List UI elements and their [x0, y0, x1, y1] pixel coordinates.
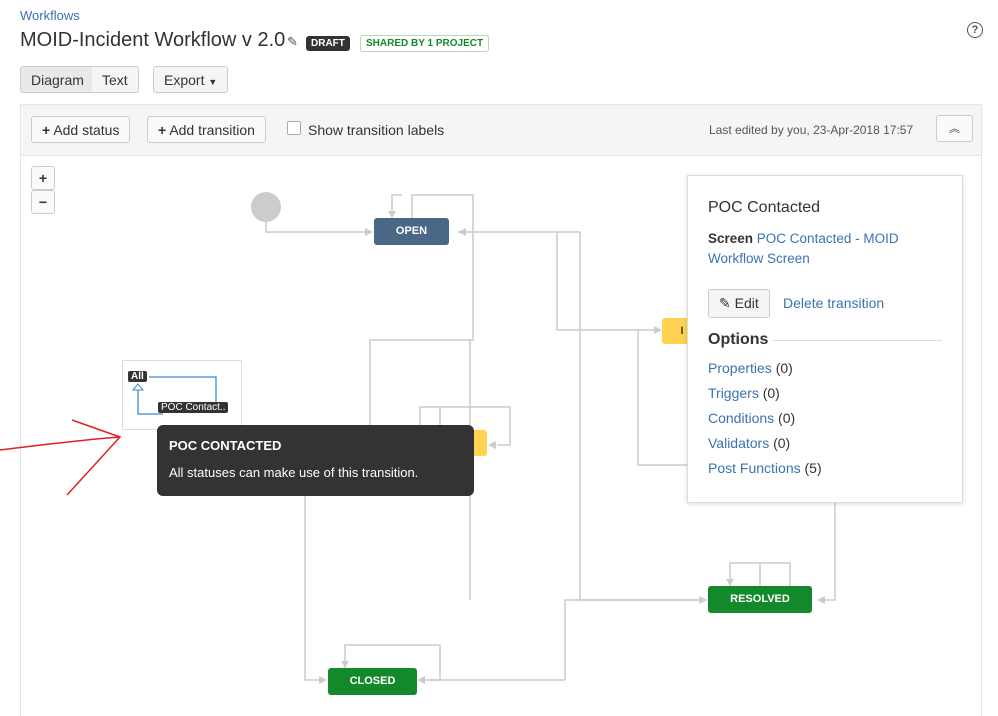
add-transition-label: Add transition: [169, 122, 255, 138]
validators-count: (0): [773, 435, 791, 451]
export-label: Export: [164, 72, 205, 88]
panel-title: POC Contacted: [708, 199, 821, 216]
tab-text[interactable]: Text: [92, 66, 139, 93]
add-status-label: Add status: [53, 122, 120, 138]
status-open[interactable]: OPEN: [374, 218, 449, 245]
status-resolved[interactable]: RESOLVED: [708, 586, 812, 613]
plus-icon: +: [42, 122, 51, 138]
post-functions-link[interactable]: Post Functions: [708, 460, 801, 476]
delete-transition-link[interactable]: Delete transition: [783, 295, 885, 311]
edit-title-pencil-icon[interactable]: ✎: [287, 34, 298, 49]
show-labels-label[interactable]: Show transition labels: [308, 122, 445, 138]
diagram-canvas[interactable]: [20, 155, 982, 716]
zoom-in-button[interactable]: +: [31, 166, 55, 190]
edit-button[interactable]: ✎ Edit: [708, 289, 770, 318]
draft-badge: DRAFT: [306, 36, 350, 51]
chevron-down-icon: ▼: [208, 77, 218, 87]
conditions-link[interactable]: Conditions: [708, 410, 775, 426]
export-dropdown[interactable]: Export ▼: [153, 66, 229, 93]
help-icon[interactable]: ?: [967, 22, 983, 38]
options-divider: [773, 339, 942, 341]
add-status-button[interactable]: + Add status: [31, 116, 131, 143]
shared-badge[interactable]: SHARED BY 1 PROJECT: [360, 35, 490, 52]
triggers-link[interactable]: Triggers: [708, 385, 759, 401]
pencil-icon: ✎: [719, 295, 731, 311]
status-closed[interactable]: CLOSED: [328, 668, 417, 695]
properties-count: (0): [775, 360, 793, 376]
options-heading: Options: [708, 331, 769, 348]
red-annotation-arrow: [0, 419, 122, 496]
breadcrumb-workflows[interactable]: Workflows: [20, 8, 80, 23]
all-label: All: [128, 371, 147, 382]
triggers-count: (0): [762, 385, 780, 401]
page-title: MOID-Incident Workflow v 2.0: [20, 29, 286, 51]
global-transition-box[interactable]: All POC Contact..: [122, 360, 242, 430]
double-chevron-up-icon: ︽: [949, 123, 960, 135]
collapse-toolbar-button[interactable]: ︽: [936, 115, 973, 142]
properties-link[interactable]: Properties: [708, 360, 772, 376]
conditions-count: (0): [778, 410, 796, 426]
tooltip-title: POC CONTACTED: [169, 438, 282, 453]
last-edited-text: Last edited by you, 23-Apr-2018 17:57: [709, 123, 914, 137]
screen-link[interactable]: POC Contacted - MOID Workflow Screen: [708, 231, 899, 266]
edit-label: Edit: [734, 295, 759, 311]
post-functions-count: (5): [804, 460, 822, 476]
zoom-out-button[interactable]: −: [31, 190, 55, 214]
transition-label[interactable]: POC Contact..: [158, 402, 229, 413]
add-transition-button[interactable]: + Add transition: [147, 116, 266, 143]
tooltip-text: All statuses can make use of this transi…: [169, 465, 419, 480]
screen-label: Screen: [708, 231, 754, 246]
transition-details-panel: POC Contacted Screen POC Contacted - MOI…: [687, 175, 963, 503]
plus-icon: +: [158, 122, 167, 138]
validators-link[interactable]: Validators: [708, 435, 770, 451]
initial-state-circle[interactable]: [251, 192, 281, 222]
show-labels-checkbox[interactable]: [287, 121, 301, 135]
transition-tooltip: POC CONTACTED All statuses can make use …: [157, 425, 474, 496]
